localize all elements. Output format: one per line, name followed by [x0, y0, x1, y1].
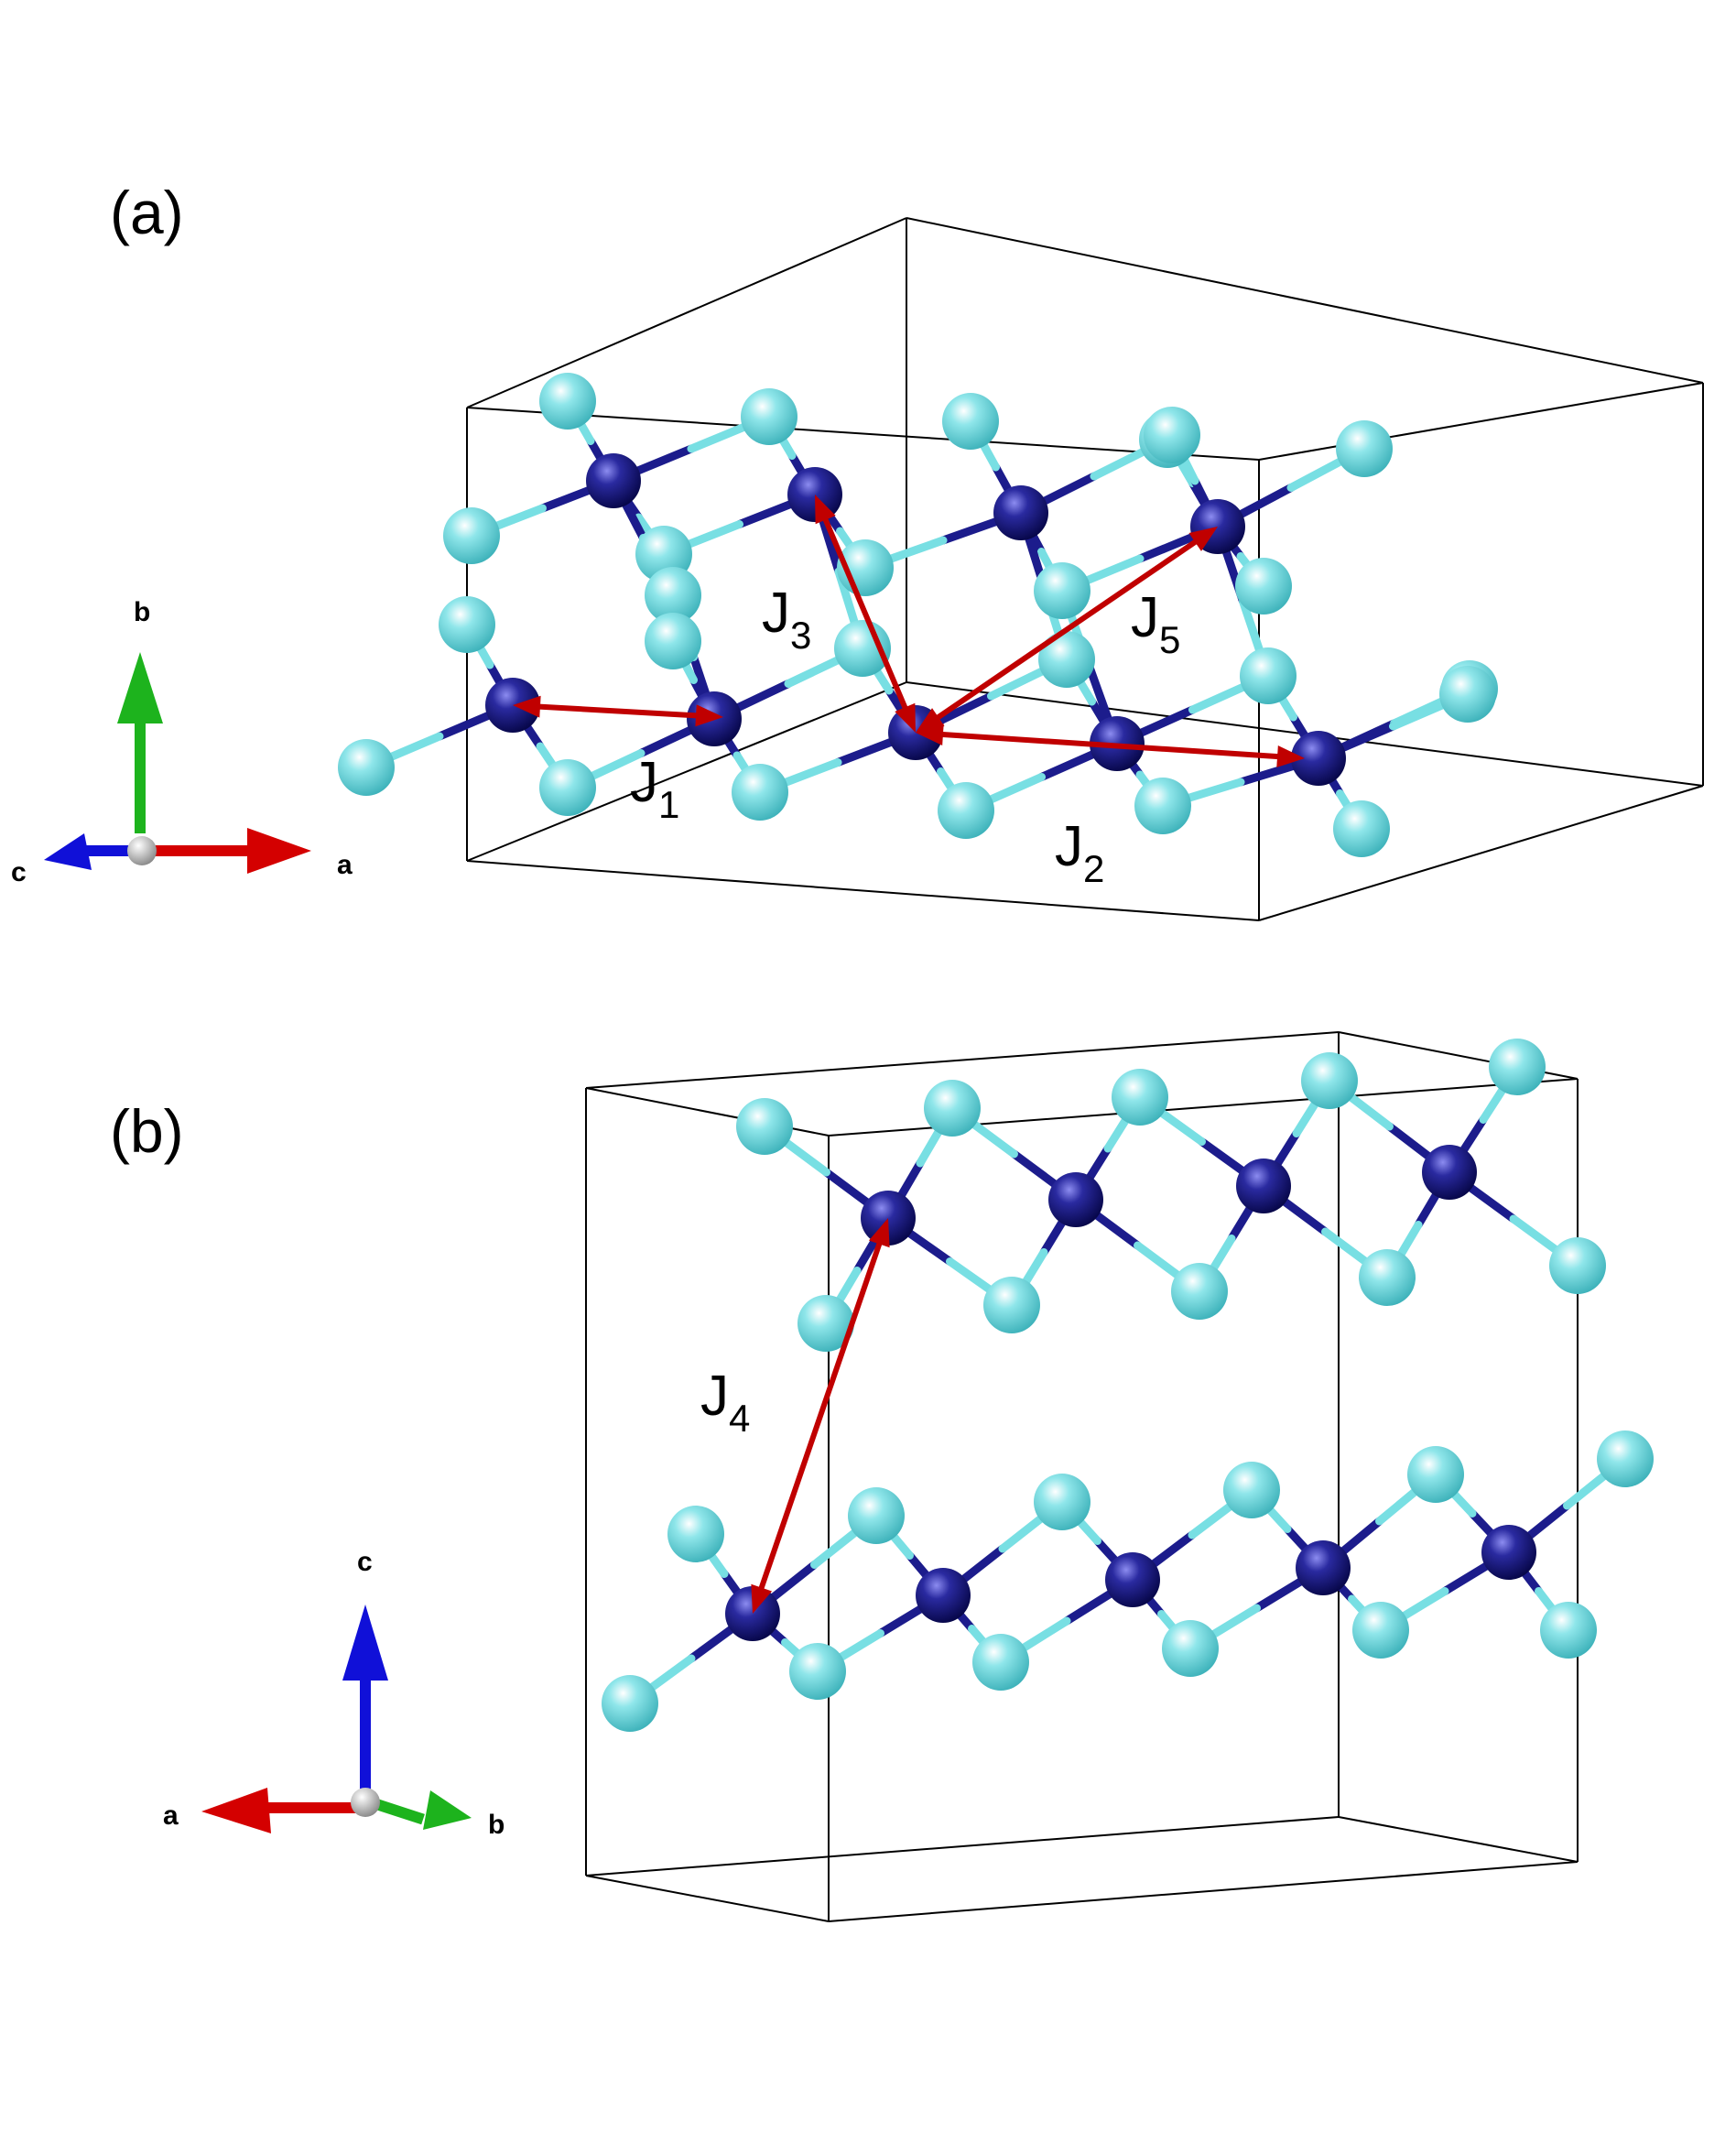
axis-a-label: a	[337, 850, 353, 880]
axis-a-label-b: a	[163, 1800, 179, 1831]
ligand-atom	[938, 782, 994, 839]
metal-atom	[1481, 1525, 1536, 1580]
metal-atom	[1291, 731, 1346, 786]
label-j5: J5	[1131, 586, 1180, 661]
ligand-atom	[983, 1277, 1040, 1333]
ligand-atom	[443, 507, 500, 564]
axis-c-label-b: c	[357, 1547, 373, 1577]
arrow-j4-head	[868, 1218, 890, 1248]
axis-c-label: c	[11, 857, 27, 887]
axis-triad-a: b a c	[11, 597, 353, 887]
ligand-atom	[1407, 1446, 1464, 1503]
ligand-atom	[1171, 1263, 1228, 1320]
ligand-atom	[732, 764, 788, 821]
ligand-atom	[1439, 666, 1496, 723]
ligand-atom	[1489, 1039, 1546, 1095]
ligand-atom	[736, 1098, 793, 1155]
arrow-j5-head	[916, 708, 945, 733]
axis-b-label: b	[134, 597, 150, 627]
cell-edge	[585, 1031, 1340, 1089]
ligand-atom	[1034, 562, 1090, 619]
ligand-atom	[1333, 800, 1390, 857]
axis-b-label-b: b	[488, 1810, 505, 1840]
metal-atom	[586, 453, 641, 508]
arrow-j2-head	[1276, 745, 1305, 768]
ligand-atom	[1235, 558, 1292, 615]
ligand-atom	[789, 1643, 846, 1700]
metal-atom	[1236, 1159, 1291, 1213]
cell-edge	[585, 1875, 830, 1922]
arrow-j3-head	[815, 495, 836, 525]
atoms	[338, 373, 1654, 1732]
metal-atom	[1105, 1552, 1160, 1607]
ligand-atom	[1359, 1249, 1416, 1306]
ligand-atom	[539, 759, 596, 816]
cell-edge	[466, 217, 907, 408]
bonds	[362, 397, 1630, 1708]
arrow-j3-head	[895, 702, 916, 733]
cell-edge	[466, 407, 1260, 461]
ligand-atom	[667, 1506, 724, 1562]
cell-edge	[1258, 785, 1704, 921]
metal-atom	[916, 1568, 971, 1623]
arrow-j4	[756, 1235, 884, 1596]
ligand-atom	[924, 1080, 981, 1137]
metal-atom	[993, 485, 1048, 540]
ligand-atom	[972, 1634, 1029, 1691]
ligand-atom	[1549, 1237, 1606, 1294]
ligand-atom	[942, 393, 999, 450]
ligand-atom	[1336, 420, 1393, 477]
label-j4: J4	[700, 1365, 750, 1440]
ligand-atom	[645, 567, 701, 624]
cell-edge	[1338, 1816, 1579, 1863]
panel-a-label: (a)	[110, 179, 184, 246]
cell-edge	[466, 860, 1260, 921]
axis-triad-b: c a b	[163, 1547, 505, 1840]
arrow-j2	[935, 731, 1286, 760]
ligand-atom	[1301, 1052, 1358, 1109]
ligand-atom	[645, 613, 701, 669]
cell-edge	[1258, 382, 1704, 461]
exchange-arrows	[513, 495, 1305, 1614]
arrow-j3	[819, 512, 911, 715]
metal-atom	[1296, 1540, 1351, 1595]
label-j2: J2	[1055, 815, 1104, 890]
cell-edge	[828, 1861, 1579, 1922]
arrow-j1-head	[695, 704, 723, 727]
ligand-atom	[539, 373, 596, 430]
arrow-j1	[532, 703, 704, 719]
ligand-atom	[1144, 407, 1200, 463]
label-j3: J3	[762, 582, 811, 657]
ligand-atom	[1352, 1602, 1409, 1659]
ligand-atom	[1240, 647, 1297, 704]
panel-b-label: (b)	[110, 1097, 184, 1165]
arrow-j2-head	[916, 723, 944, 745]
metal-atom	[1422, 1145, 1477, 1200]
ligand-atom	[1223, 1462, 1280, 1518]
ligand-atom	[1162, 1620, 1219, 1677]
ligand-atom	[1112, 1069, 1168, 1126]
ligand-atom	[1034, 1474, 1090, 1530]
ligand-atom	[1540, 1602, 1597, 1659]
cell-edge	[906, 217, 1704, 384]
arrow-j1-head	[513, 695, 541, 718]
metal-atom	[1048, 1172, 1103, 1227]
cell-edge	[466, 681, 907, 862]
arrow-j5-head	[1188, 527, 1218, 551]
cell-edge	[585, 1816, 1340, 1876]
ligand-atom	[338, 739, 395, 796]
label-j1: J1	[630, 751, 679, 826]
arrow-j4-head	[751, 1583, 773, 1614]
ligand-atom	[741, 388, 797, 445]
ligand-atom	[1134, 778, 1191, 834]
ligand-atom	[1597, 1430, 1654, 1487]
ligand-atom	[602, 1675, 658, 1732]
arrow-j5	[930, 535, 1203, 724]
ligand-atom	[848, 1487, 905, 1544]
ligand-atom	[439, 596, 495, 653]
ligand-atom	[1038, 631, 1095, 688]
ligand-atom	[797, 1295, 854, 1352]
